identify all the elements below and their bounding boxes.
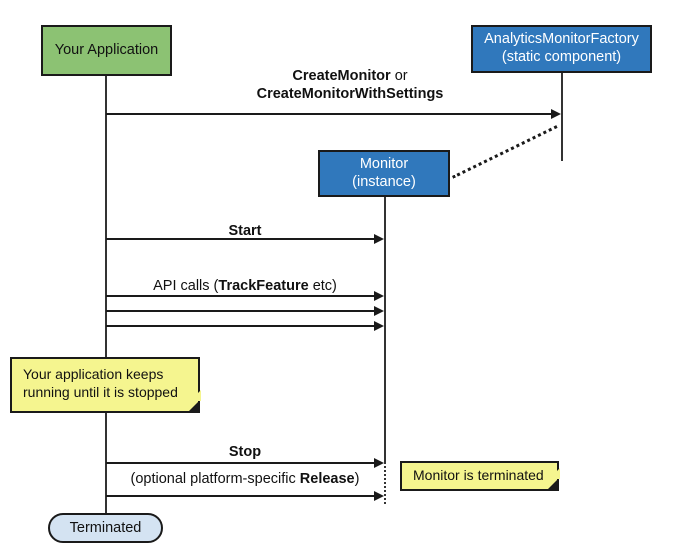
- participant-monitor-label-line1: Monitor: [359, 155, 409, 172]
- message-stop-text: Stop: [228, 444, 262, 460]
- participant-your-application[interactable]: Your Application: [41, 25, 172, 76]
- message-api-call-arrowhead-1: [374, 291, 384, 301]
- lifeline-monitor-dotted: [384, 462, 386, 504]
- message-stop-arrow: [106, 462, 376, 464]
- note-fold-icon: [187, 390, 201, 413]
- message-release-prefix: (optional platform-specific: [130, 471, 300, 487]
- message-api-call-arrowhead-3: [374, 321, 384, 331]
- monitor-creation-dotted-link: [452, 125, 558, 179]
- note-monitor-is-terminated: Monitor is terminated: [400, 461, 560, 491]
- message-release-suffix: ): [354, 471, 360, 487]
- lifeline-monitor-solid: [384, 197, 386, 462]
- participant-monitor-label-line2: (instance): [352, 173, 416, 190]
- message-api-call-arrow-1: [106, 295, 376, 297]
- message-release-bold: Release: [299, 471, 355, 487]
- message-api-call-arrow-3: [106, 325, 376, 327]
- message-start-label: Start: [110, 222, 380, 240]
- message-create-monitor-label: CreateMonitor or CreateMonitorWithSettin…: [205, 67, 495, 103]
- participant-factory-label-line1: AnalyticsMonitorFactory: [484, 31, 639, 48]
- lifeline-factory: [561, 73, 563, 161]
- participant-application-label: Your Application: [54, 41, 159, 58]
- message-stop-label: Stop: [110, 443, 380, 461]
- message-api-calls-label: API calls (TrackFeature etc): [110, 277, 380, 295]
- terminal-node-terminated[interactable]: Terminated: [48, 513, 163, 543]
- note-fold-icon-2: [546, 468, 560, 491]
- message-create-monitor-plain1: or: [390, 68, 408, 84]
- message-create-monitor-bold1: CreateMonitor: [292, 68, 391, 84]
- message-start-arrowhead: [374, 234, 384, 244]
- message-api-calls-prefix: API calls (: [153, 278, 219, 294]
- message-create-monitor-bold2: CreateMonitorWithSettings: [256, 86, 444, 103]
- message-create-monitor-arrow: [106, 113, 552, 115]
- participant-monitor-instance[interactable]: Monitor (instance): [318, 150, 450, 197]
- message-start-text: Start: [228, 223, 262, 239]
- message-api-call-arrowhead-2: [374, 306, 384, 316]
- note-application-keeps-running: Your application keeps running until it …: [10, 357, 201, 413]
- participant-analytics-monitor-factory[interactable]: AnalyticsMonitorFactory (static componen…: [471, 25, 652, 73]
- message-api-calls-suffix: etc): [308, 278, 337, 294]
- participant-factory-label-line2: (static component): [501, 49, 622, 65]
- message-release-arrowhead: [374, 491, 384, 501]
- message-release-arrow: [106, 495, 376, 497]
- lifeline-application: [105, 76, 107, 513]
- note-application-keeps-running-text: Your application keeps running until it …: [23, 366, 178, 400]
- terminal-node-label: Terminated: [69, 520, 142, 536]
- message-api-calls-bold: TrackFeature: [218, 278, 309, 294]
- message-api-call-arrow-2: [106, 310, 376, 312]
- message-release-label: (optional platform-specific Release): [110, 470, 380, 488]
- note-monitor-is-terminated-text: Monitor is terminated: [413, 467, 544, 484]
- message-create-monitor-arrowhead: [551, 109, 561, 119]
- message-start-arrow: [106, 238, 376, 240]
- message-stop-arrowhead: [374, 458, 384, 468]
